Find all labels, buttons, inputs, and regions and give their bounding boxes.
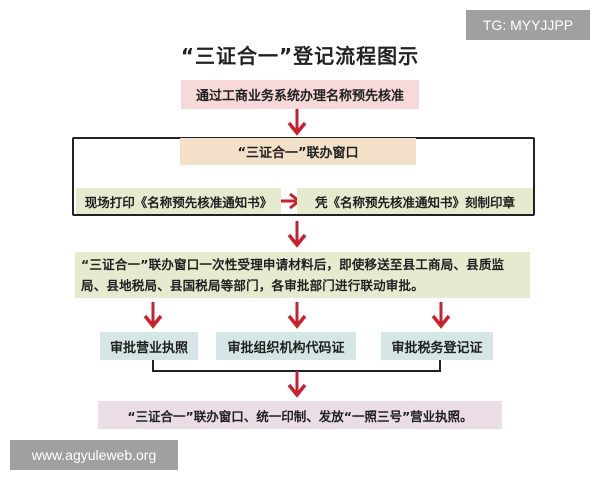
step-carve-seal: 凭《名称预先核准通知书》刻制印章 (297, 188, 533, 214)
step-issue-license: “三证合一”联办窗口、统一印制、发放“一照三号”营业执照。 (98, 401, 502, 429)
arrow-down-icon (143, 302, 163, 332)
arrow-down-icon (287, 302, 307, 332)
arrow-down-icon (431, 302, 451, 332)
approval-org-code: 审批组织机构代码证 (216, 332, 356, 360)
connector-right (439, 360, 441, 371)
diagram-title: “三证合一”登记流程图示 (180, 44, 420, 68)
watermark-top-right: TG: MYYJJPP (466, 10, 590, 40)
step-accept-materials: “三证合一”联办窗口一次性受理申请材料后，即使移送至县工商局、县质监局、县地税局… (75, 252, 530, 298)
arrow-down-icon (287, 109, 307, 139)
approval-business-license: 审批营业执照 (100, 332, 198, 360)
arrow-down-icon (287, 371, 307, 401)
step-joint-window: “三证合一”联办窗口 (180, 138, 416, 165)
arrow-down-icon (287, 221, 307, 251)
watermark-bottom-left: www.agyuleweb.org (10, 440, 178, 470)
connector-left (152, 360, 154, 371)
step-print-notice: 现场打印《名称预先核准通知书》 (76, 188, 281, 214)
step-name-precheck: 通过工商业务系统办理名称预先核准 (181, 80, 419, 109)
approval-tax-registration: 审批税务登记证 (381, 332, 493, 360)
